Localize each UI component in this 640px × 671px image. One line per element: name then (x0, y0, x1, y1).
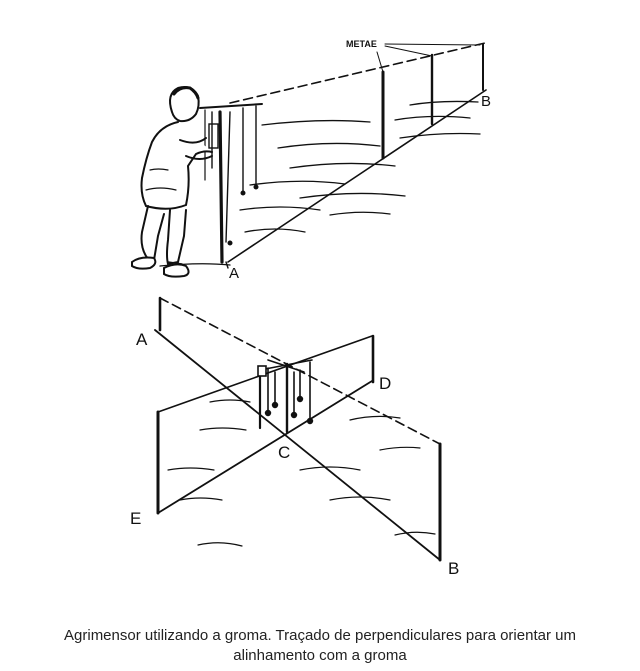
metae-pointer-2 (384, 45, 433, 57)
label-bottom-e: E (130, 509, 141, 528)
ground-stake-a (225, 261, 229, 269)
caption-line-2: alinhamento com a groma (233, 647, 407, 664)
ground-lines-bottom (167, 399, 436, 547)
label-bottom-b: B (448, 559, 459, 578)
groma-bottom (257, 359, 314, 434)
metae-pointer-1 (376, 51, 384, 73)
figure-caption: Agrimensor utilizando a groma. Traçado d… (0, 626, 640, 666)
metae-pointer-3 (384, 43, 481, 46)
label-bottom-c: C (278, 443, 290, 462)
label-top-b: B (481, 93, 491, 110)
groma-illustration: METAE A B (130, 39, 491, 578)
top-scene (131, 42, 487, 278)
bottom-scene (154, 296, 442, 562)
top-lower-line (227, 89, 487, 263)
line-e-d-ground (157, 380, 373, 514)
line-a-b-ground (154, 329, 441, 561)
label-bottom-a: A (136, 330, 148, 349)
top-upper-line (229, 42, 486, 104)
label-bottom-d: D (379, 374, 391, 393)
groma-top (199, 103, 263, 264)
surveyor-figure (131, 86, 213, 278)
label-top-a: A (229, 265, 239, 282)
label-metae: METAE (346, 39, 377, 49)
caption-line-1: Agrimensor utilizando a groma. Traçado d… (64, 627, 576, 644)
